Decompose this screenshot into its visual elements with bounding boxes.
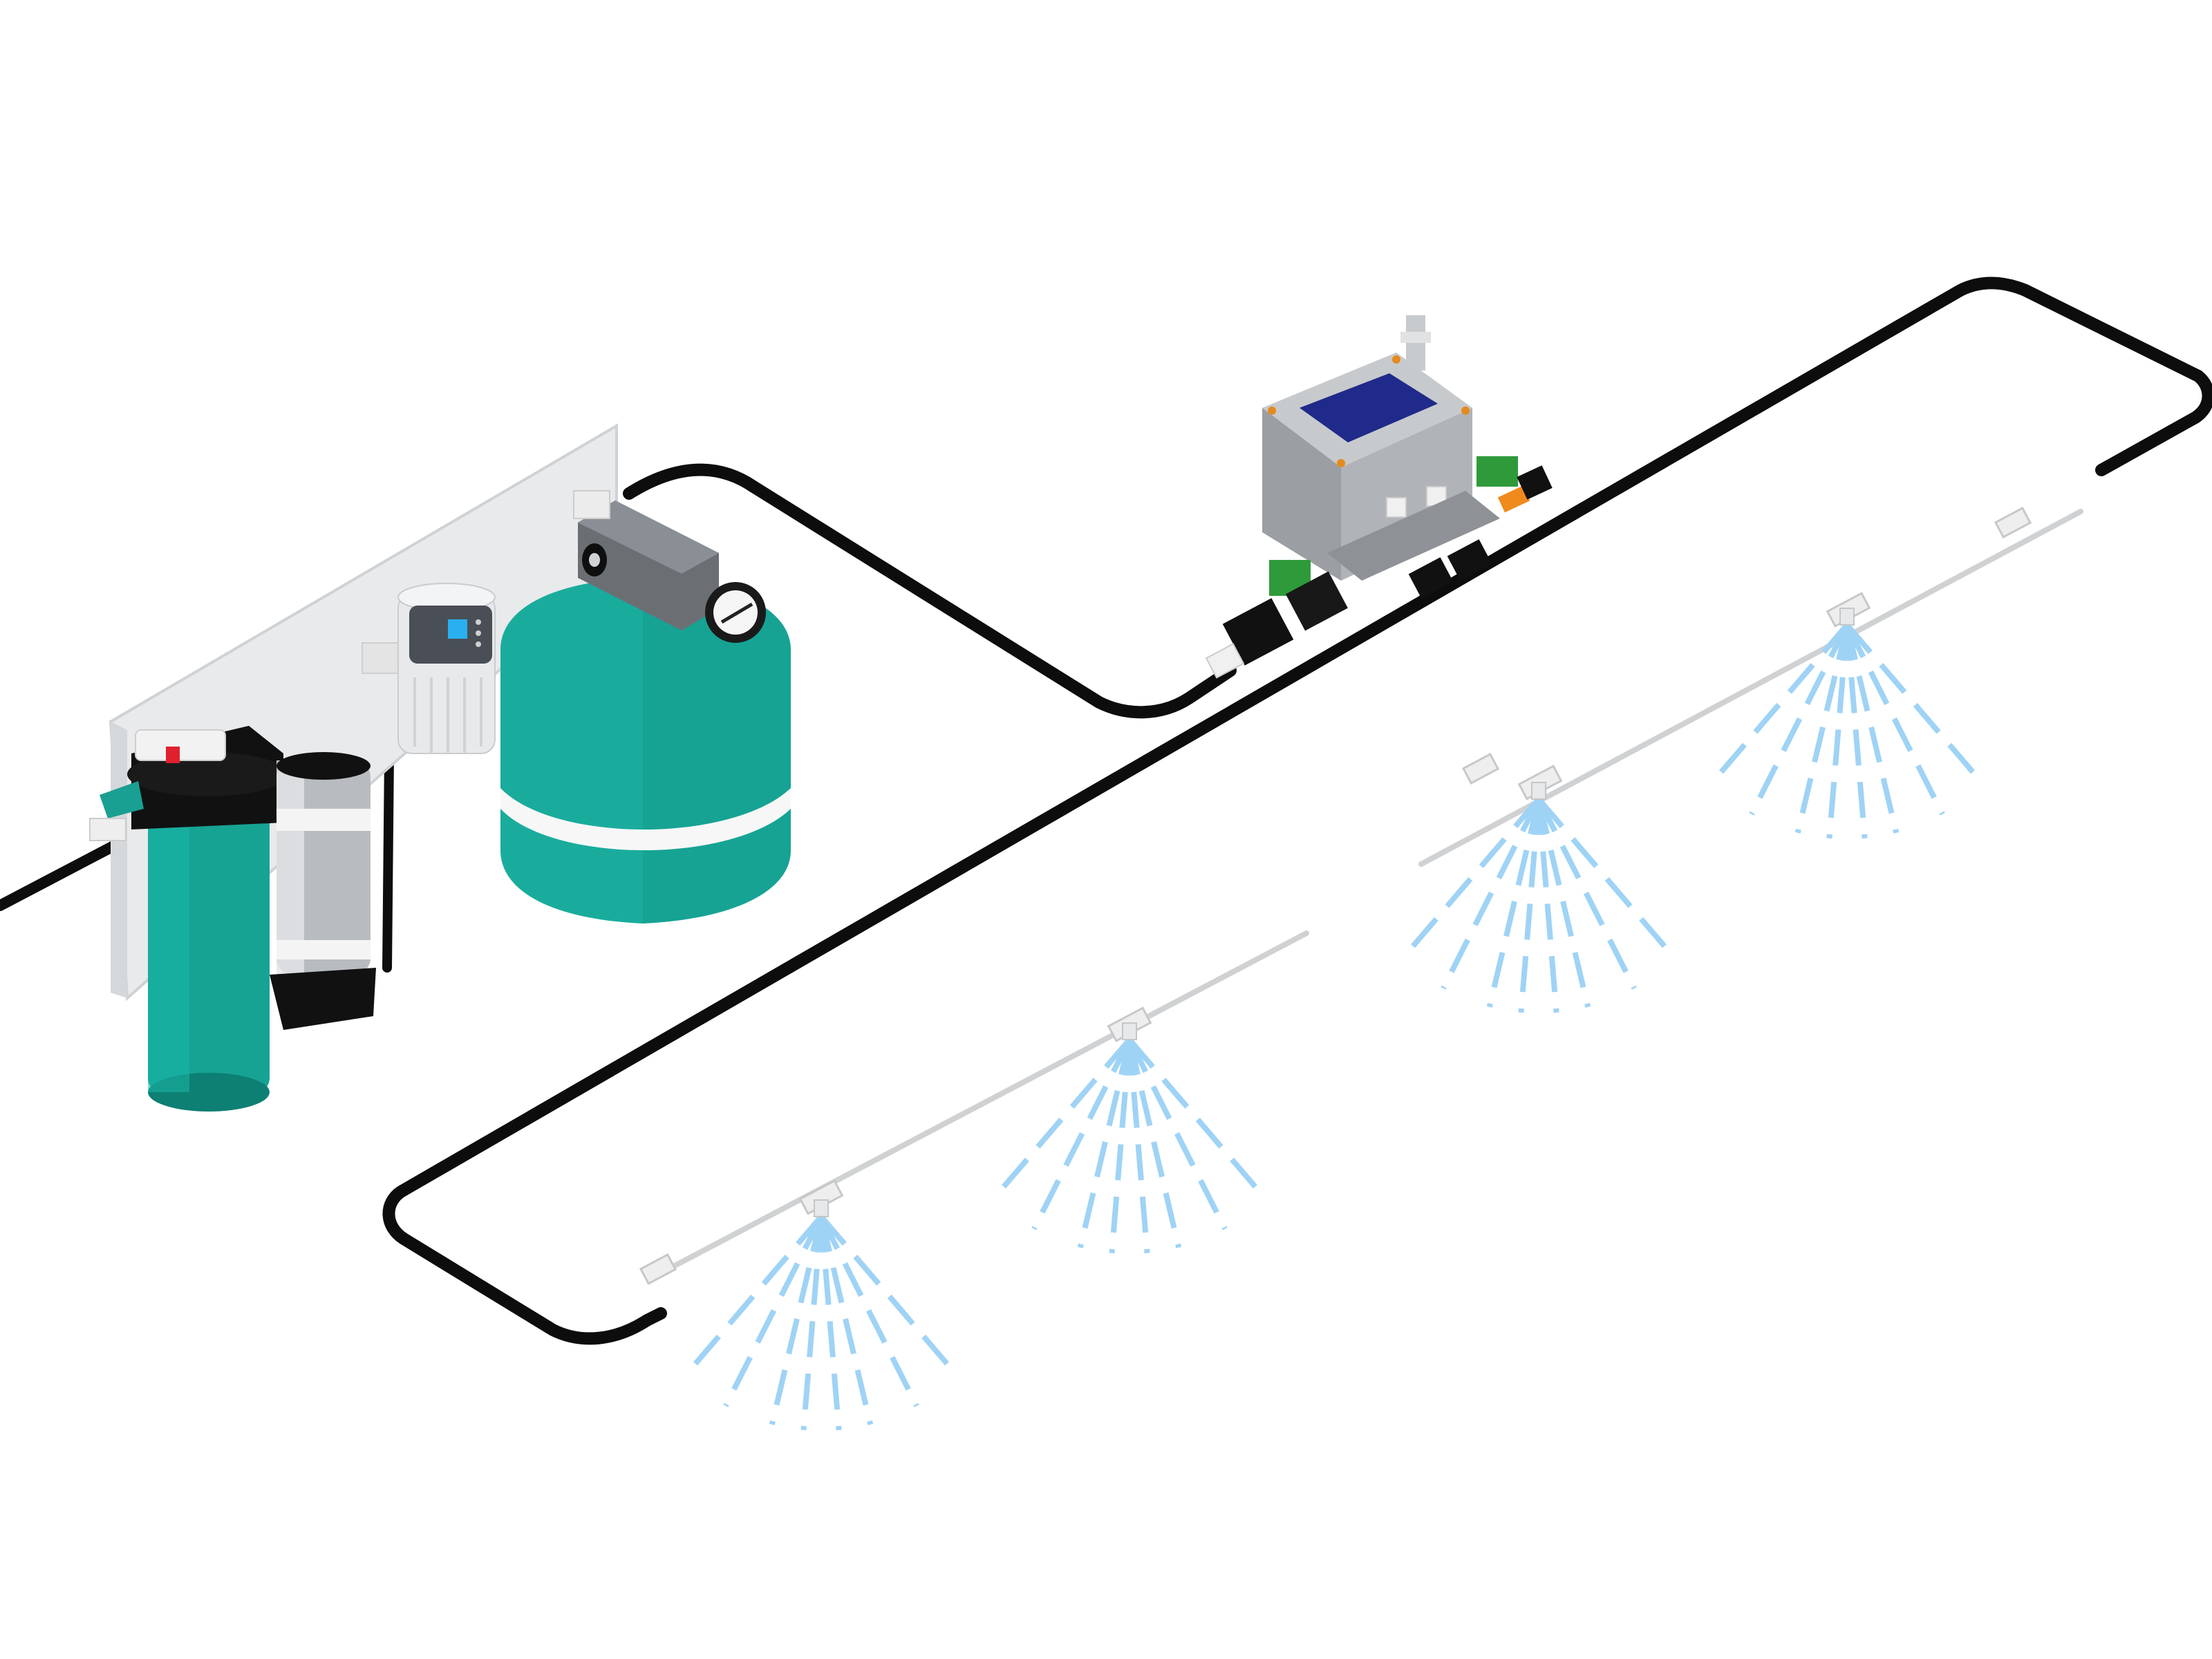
spray-ray [769,1216,824,1425]
misting-branch-lines [647,509,2083,1282]
spray-ray [1749,624,1850,816]
nozzle-tip [1531,782,1546,800]
carbon-filter [270,752,376,1030]
nozzle-tip [1839,608,1855,626]
spray-ray [1844,624,1900,834]
orange-connector-icon [1497,485,1530,513]
spray-ray [1441,798,1541,990]
display-icon [448,619,467,639]
spray-ray [1536,798,1637,990]
spray-ray [1794,624,1850,834]
spray-ray [1109,1039,1132,1254]
nozzle-fittings [639,507,2032,1285]
spray-ray [800,1216,824,1431]
spray-nozzle-icon [991,1022,1268,1254]
spray-nozzle-icon [1708,608,1986,839]
sediment-filter [89,726,288,1112]
pressure-gauge [705,582,766,643]
spray-ray [1536,798,1559,1013]
spray-ray [1844,623,1986,786]
spray-ray [991,1038,1132,1201]
spray-cones [682,608,1986,1431]
spray-ray [1708,623,1850,786]
inlet-hose [0,841,119,911]
spray-ray [818,1215,919,1407]
tank-to-pump-hose [623,463,1237,719]
spray-ray [1518,798,1541,1013]
spray-ray [818,1215,960,1378]
spray-nozzle-icon [1400,782,1678,1013]
spray-ray [1127,1038,1268,1201]
spray-ray [1844,624,1868,839]
control-panel-icon [1300,373,1438,442]
spray-ray [1127,1039,1182,1248]
spray-ray [682,1215,824,1378]
nozzle-tip [814,1199,829,1217]
pressure-regulator [362,583,496,754]
spray-ray [723,1215,824,1407]
spray-ray [818,1216,874,1425]
spray-ray [1031,1038,1132,1230]
nozzle-tip [1122,1022,1137,1040]
spray-ray [1077,1039,1132,1248]
branch-line-front [647,930,1309,1282]
spray-ray [1486,798,1541,1008]
pressure-tank [500,490,791,924]
spray-nozzle-icon [682,1199,960,1431]
pump-control-box [1205,315,1553,679]
spray-ray [1127,1039,1150,1254]
spray-ray [1127,1038,1228,1230]
spray-ray [1400,797,1541,960]
relief-valve-icon [166,747,180,763]
distribution-loop-hose [382,276,2212,1345]
spray-ray [1844,624,1945,816]
spray-ray [1536,797,1678,960]
spray-ray [818,1216,842,1431]
spray-ray [1826,624,1850,839]
spray-ray [1536,798,1591,1008]
branch-line-back [1418,509,2083,867]
inlet-valve-icon [100,781,144,818]
